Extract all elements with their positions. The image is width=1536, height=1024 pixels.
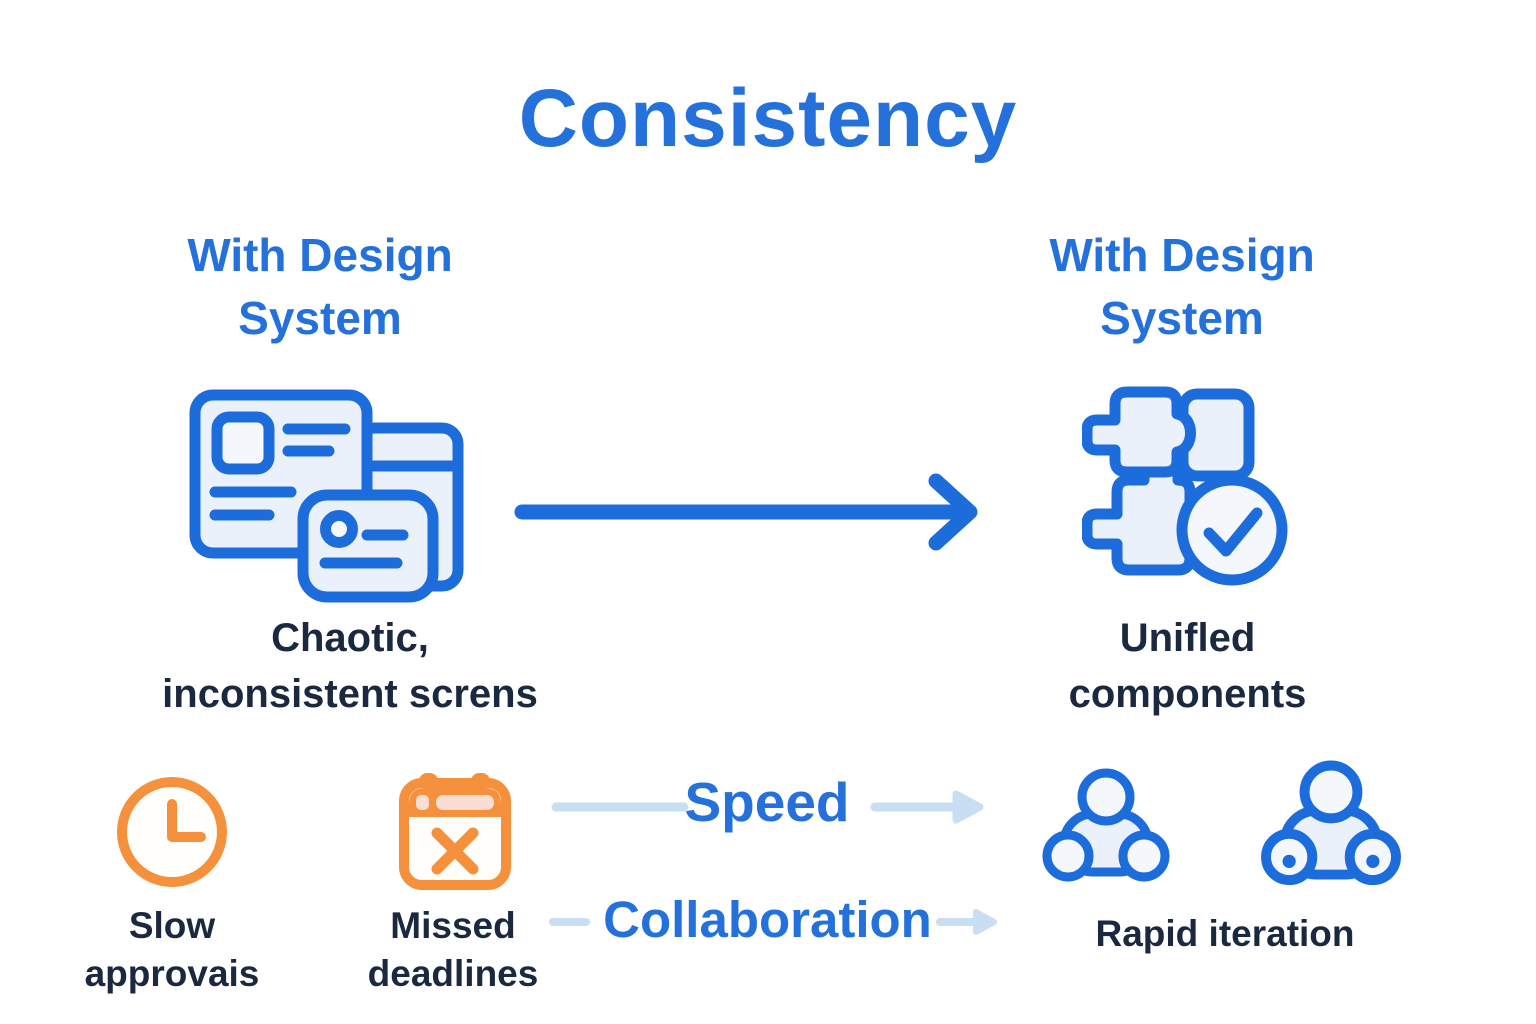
- speed-left-line: [550, 797, 690, 822]
- overlapping-screens-icon: [188, 388, 466, 611]
- right-column-heading: With Design System: [962, 224, 1402, 350]
- page-title: Consistency: [518, 73, 1018, 164]
- collaboration-left-dash: [548, 913, 592, 936]
- left-heading-line2: System: [238, 292, 402, 344]
- left-caption-line2: inconsistent screns: [162, 672, 538, 716]
- slow-approvals-label: Slow approvais: [43, 902, 301, 998]
- slow-label-line1: Slow: [128, 905, 216, 946]
- left-caption: Chaotic, inconsistent screns: [105, 610, 595, 722]
- left-caption-line1: Chaotic,: [271, 616, 429, 660]
- right-caption-line2: components: [1068, 672, 1307, 716]
- right-arrow-icon: [514, 466, 1014, 563]
- right-caption-line1: Unifled: [1119, 616, 1256, 660]
- missed-label-line2: deadlines: [367, 953, 539, 994]
- calendar-x-icon: [397, 770, 513, 897]
- slow-label-line2: approvais: [84, 953, 260, 994]
- right-heading-line2: System: [1100, 292, 1264, 344]
- team-dots-icon: [1258, 760, 1404, 895]
- rapid-iteration-label: Rapid iteration: [1095, 913, 1355, 954]
- collaboration-right-arrow-icon: [936, 904, 998, 945]
- team-icon: [1040, 768, 1172, 891]
- collaboration-label: Collaboration: [603, 891, 932, 948]
- missed-label-line1: Missed: [390, 905, 516, 946]
- left-heading-line1: With Design: [187, 229, 453, 281]
- left-column-heading: With Design System: [100, 224, 540, 350]
- speed-label: Speed: [684, 771, 850, 833]
- missed-deadlines-label: Missed deadlines: [328, 902, 578, 998]
- right-heading-line1: With Design: [1049, 229, 1315, 281]
- puzzle-check-icon: [1081, 384, 1294, 611]
- right-caption: Unifled components: [955, 610, 1420, 722]
- clock-icon: [111, 771, 233, 898]
- speed-right-arrow-icon: [870, 786, 992, 833]
